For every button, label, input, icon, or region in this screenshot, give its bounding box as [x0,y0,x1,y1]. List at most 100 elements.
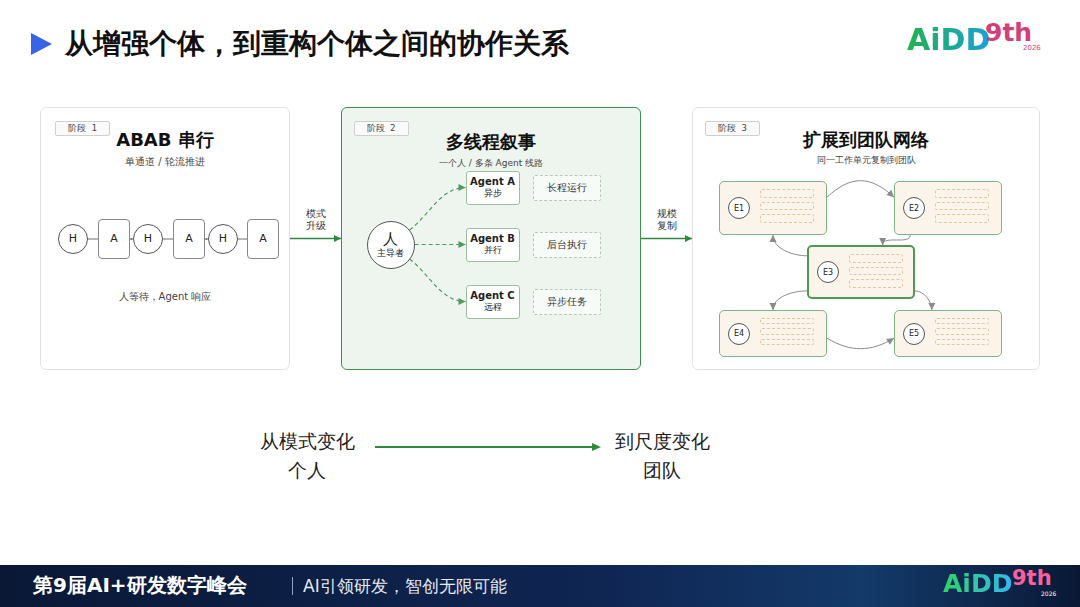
placeholder-line [935,318,989,324]
logo-text: AiDD [943,568,1012,599]
placeholder-line [760,214,814,223]
agent-box: Agent C远程 [466,285,520,319]
connector [883,235,911,245]
agent-box: A [173,219,205,259]
stage-note: 从模式变化 [207,430,407,454]
footer-slogan: AI引领研发，智创无限可能 [303,576,507,597]
agent-box: Agent A异步 [466,171,520,205]
unit-badge: E2 [903,197,925,219]
arrow-head [459,241,466,248]
agent-name: Agent A [470,176,515,189]
node-text: A [110,232,118,245]
placeholder-line [935,214,989,223]
stage-tag: 阶段 2 [354,121,409,136]
placeholder-line [935,339,989,345]
placeholder-line [760,328,814,334]
node-text: H [219,232,227,245]
human-circle: H [208,224,238,254]
slide-title: 从增强个体，到重构个体之间的协作关系 [65,26,569,61]
human-circle: H [133,224,163,254]
placeholder-line [935,189,989,198]
connector [641,238,692,240]
bottom-arrow-line [375,446,594,448]
panel-note: 同一工作单元复制到团队 [693,155,1039,166]
stage-note: 到尺度变化 [562,430,762,454]
placeholder-line [935,202,989,211]
arrow-head [459,184,466,191]
connector [88,239,98,240]
agent-box: A [247,219,279,259]
node-text: A [185,232,193,245]
agent-mode: 远程 [484,302,502,313]
logo-year: 2026 [1023,44,1041,53]
unit-badge: E4 [728,323,750,345]
logo-year: 2026 [1041,590,1056,598]
placeholder-line [849,279,903,288]
unit-badge: E5 [903,323,925,345]
arrow-head [770,235,777,242]
human-circle: H [58,224,88,254]
title-marker [31,33,52,55]
arrow-head [685,235,692,242]
stage-note: 团队 [562,459,762,483]
connector [827,338,894,349]
arrow-head [770,303,777,310]
bottom-arrow-head [592,443,601,451]
connector [238,239,247,240]
node-text: 后台执行 [547,239,587,251]
placeholder-line [849,267,903,276]
node-text: H [69,232,77,245]
connector [410,259,466,301]
team-unit-box: E2 [894,181,1002,235]
agent-box: Agent B并行 [466,228,520,262]
footer-divider [292,577,293,595]
node-text: 长程运行 [547,182,587,194]
connector-label: 模式 升级 [304,208,328,233]
task-box: 异步任务 [533,289,601,315]
stage-tag: 阶段 1 [55,121,110,136]
panel-note: 人等待，Agent 响应 [41,291,289,303]
agent-mode: 异步 [484,188,502,199]
node-text: 阶段 1 [68,123,97,134]
arrow-head [879,238,886,245]
logo-edition: 9th [985,17,1032,48]
connector [410,188,466,230]
task-box: 长程运行 [533,175,601,201]
connector-label: 规模 复制 [655,208,679,233]
lead-role: 主导者 [377,248,404,259]
placeholder-line [760,339,814,345]
node-text: A [259,232,267,245]
agent-mode: 并行 [484,245,502,256]
placeholder-line [849,254,903,263]
footer-title: 第9届AI+研发数字峰会 [33,573,247,598]
unit-badge: E3 [817,261,839,283]
arrow-head [334,235,341,242]
agent-box: A [98,219,130,259]
logo-edition: 9th [1012,565,1052,591]
node-text: H [144,232,152,245]
logo-text: AiDD [907,21,990,59]
arrow-head [886,338,894,345]
panel-note: 单通道 / 轮流推进 [41,156,289,168]
stage-tag: 阶段 3 [705,121,760,136]
lead-name: 人 [383,230,398,248]
panel-note: 一个人 / 多条 Agent 线路 [342,158,640,169]
arrow-head [459,298,466,305]
connector [130,239,133,240]
team-unit-box: E4 [719,310,827,357]
connector [163,239,173,240]
connector [205,239,208,240]
connector [773,235,807,256]
agent-name: Agent B [470,233,515,246]
connector [915,291,932,310]
team-unit-box: E1 [719,181,827,235]
placeholder-line [935,328,989,334]
stage-panel: ABAB 串行单通道 / 轮流推进人等待，Agent 响应阶段 1HAHAHA [40,107,290,370]
connector [415,244,466,245]
team-unit-box: E3 [807,245,915,299]
connector [290,238,341,240]
placeholder-line [760,202,814,211]
stage-panel-highlight: 多线程叙事一个人 / 多条 Agent 线路阶段 2人主导者Agent A异步长… [341,107,641,370]
